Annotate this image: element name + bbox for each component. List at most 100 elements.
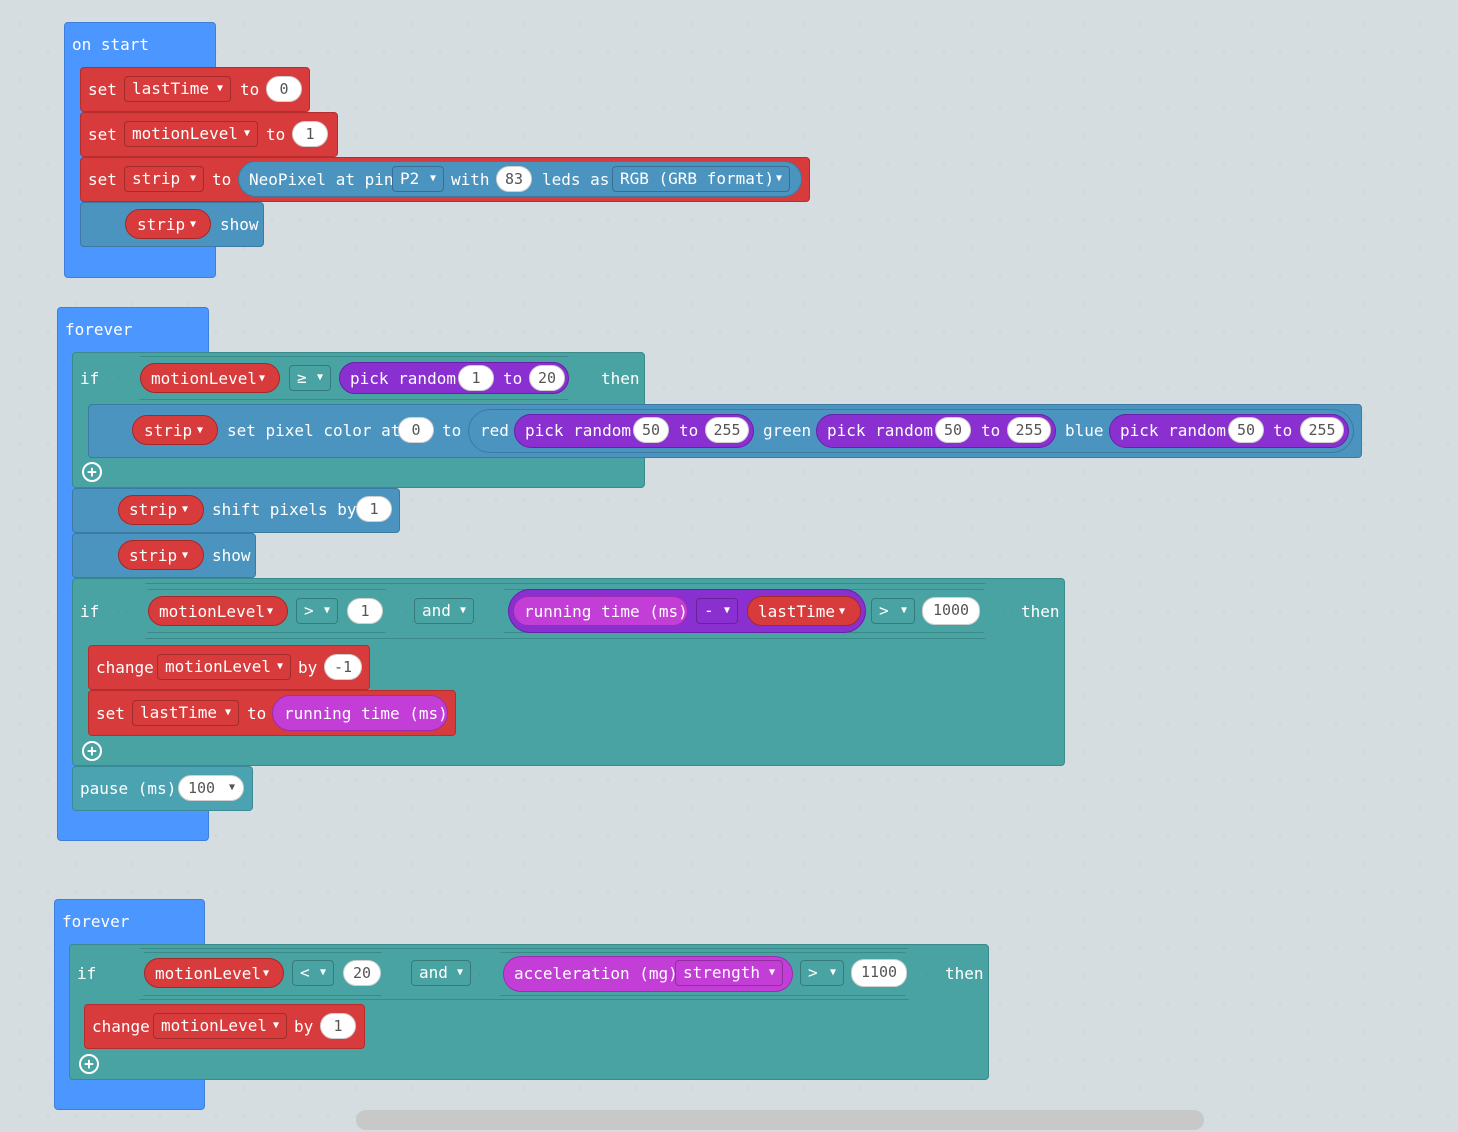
and-dropdown[interactable]: and▼ xyxy=(411,960,471,986)
to-label: to xyxy=(981,421,1001,440)
random-min-input[interactable]: 50 xyxy=(633,417,669,443)
operator-dropdown[interactable]: >▼ xyxy=(296,598,338,624)
chevron-down-icon: ▼ xyxy=(182,550,189,561)
compare-value-input[interactable]: 1 xyxy=(347,598,383,624)
then-label: then xyxy=(601,369,640,388)
neopixel-label: NeoPixel at pin xyxy=(249,170,394,189)
chevron-down-icon: ▼ xyxy=(216,83,223,94)
pick-random-label: pick random xyxy=(350,369,456,388)
operator-dropdown[interactable]: >▼ xyxy=(871,598,915,624)
random-max-input[interactable]: 255 xyxy=(1007,417,1051,443)
and-dropdown[interactable]: and▼ xyxy=(414,598,474,624)
pause-duration-dropdown[interactable]: 100▼ xyxy=(178,775,244,801)
chevron-down-icon: ▼ xyxy=(243,128,250,139)
variable-dropdown-lasttime[interactable]: lastTime▼ xyxy=(132,700,239,726)
to-label: to xyxy=(1273,421,1293,440)
chevron-down-icon: ▼ xyxy=(190,219,197,230)
pick-random-label: pick random xyxy=(525,421,631,440)
horizontal-scrollbar[interactable] xyxy=(356,1110,1204,1130)
dimension-dropdown[interactable]: strength▼ xyxy=(675,960,783,986)
random-max-input[interactable]: 20 xyxy=(529,365,565,391)
to-label: to xyxy=(240,80,260,99)
to-label: to xyxy=(442,421,462,440)
chevron-down-icon: ▼ xyxy=(839,606,846,617)
chevron-down-icon: ▼ xyxy=(323,605,330,616)
green-label: green xyxy=(763,421,812,440)
operator-dropdown[interactable]: <▼ xyxy=(292,960,334,986)
lasttime-variable[interactable] xyxy=(747,596,861,626)
variable-dropdown-strip[interactable]: strip▼ xyxy=(124,166,204,192)
chevron-down-icon: ▼ xyxy=(900,605,907,616)
random-min-input[interactable]: 1 xyxy=(458,365,494,391)
strip-variable[interactable] xyxy=(118,540,204,570)
leds-count-input[interactable]: 83 xyxy=(496,166,532,192)
value-input[interactable]: 0 xyxy=(266,76,302,102)
chevron-down-icon: ▼ xyxy=(456,967,463,978)
shift-amount-input[interactable]: 1 xyxy=(356,496,392,522)
forever-label: forever xyxy=(62,912,130,931)
motionlevel-label: motionLevel xyxy=(155,964,261,983)
show-label: show xyxy=(220,215,259,234)
random-min-input[interactable]: 50 xyxy=(935,417,971,443)
value-input[interactable]: 1 xyxy=(292,121,328,147)
leds-as-label: leds as xyxy=(542,170,610,189)
accel-limit-input[interactable]: 1100 xyxy=(851,959,907,987)
to-label: to xyxy=(503,369,523,388)
chevron-down-icon: ▼ xyxy=(429,173,436,184)
variable-dropdown-motionlevel[interactable]: motionLevel▼ xyxy=(157,654,291,680)
chevron-down-icon: ▼ xyxy=(829,967,836,978)
add-else-icon[interactable]: + xyxy=(82,462,102,482)
motionlevel-variable[interactable] xyxy=(148,596,288,626)
random-min-input[interactable]: 50 xyxy=(1228,417,1264,443)
if-label: if xyxy=(80,602,100,621)
pick-random-label: pick random xyxy=(1120,421,1226,440)
change-value-input[interactable]: 1 xyxy=(320,1013,356,1039)
running-time-label: running time (ms) xyxy=(524,602,688,621)
chevron-down-icon: ▼ xyxy=(224,707,231,718)
pixel-index-input[interactable]: 0 xyxy=(398,417,434,443)
variable-dropdown-lasttime[interactable]: lastTime▼ xyxy=(124,76,231,102)
motionlevel-variable[interactable] xyxy=(140,363,280,393)
motionlevel-label: motionLevel xyxy=(159,602,265,621)
strip-variable[interactable] xyxy=(132,415,218,445)
chevron-down-icon: ▼ xyxy=(272,1020,279,1031)
set-label: set xyxy=(96,704,125,723)
add-else-icon[interactable]: + xyxy=(79,1054,99,1074)
change-value-input[interactable]: -1 xyxy=(324,654,362,680)
strip-variable-label: strip xyxy=(137,215,186,234)
chevron-down-icon: ▼ xyxy=(182,504,189,515)
chevron-down-icon: ▼ xyxy=(319,967,326,978)
set-label: set xyxy=(88,80,117,99)
strip-variable[interactable] xyxy=(125,209,211,239)
variable-dropdown-motionlevel[interactable]: motionLevel▼ xyxy=(124,121,258,147)
variable-dropdown-motionlevel[interactable]: motionLevel▼ xyxy=(153,1013,287,1039)
pin-dropdown[interactable]: P2▼ xyxy=(392,166,444,192)
pause-label: pause (ms) xyxy=(80,779,177,798)
chevron-down-icon: ▼ xyxy=(263,968,270,979)
motionlevel-variable[interactable] xyxy=(144,958,284,988)
strip-variable-label: strip xyxy=(144,421,193,440)
set-label: set xyxy=(88,170,117,189)
to-label: to xyxy=(247,704,267,723)
change-label: change xyxy=(96,658,154,677)
operator-dropdown[interactable]: >▼ xyxy=(800,960,844,986)
format-dropdown[interactable]: RGB (GRB format)▼ xyxy=(612,166,790,192)
change-motionlevel-block[interactable] xyxy=(84,1004,365,1049)
to-label: to xyxy=(212,170,232,189)
running-time-block[interactable] xyxy=(513,596,688,626)
pick-random-label: pick random xyxy=(827,421,933,440)
operator-dropdown[interactable]: ≥▼ xyxy=(289,365,331,391)
minus-dropdown[interactable]: -▼ xyxy=(696,598,738,624)
acceleration-label: acceleration (mg) xyxy=(514,964,678,983)
show-label: show xyxy=(212,546,251,565)
strip-variable-label: strip xyxy=(129,500,178,519)
add-else-icon[interactable]: + xyxy=(82,741,102,761)
random-max-input[interactable]: 255 xyxy=(1300,417,1344,443)
strip-variable[interactable] xyxy=(118,495,204,525)
time-limit-input[interactable]: 1000 xyxy=(922,597,980,625)
compare-value-input[interactable]: 20 xyxy=(343,960,381,986)
running-time-block[interactable] xyxy=(272,695,448,731)
random-max-input[interactable]: 255 xyxy=(705,417,749,443)
chevron-down-icon: ▼ xyxy=(267,606,274,617)
chevron-down-icon: ▼ xyxy=(228,782,235,793)
